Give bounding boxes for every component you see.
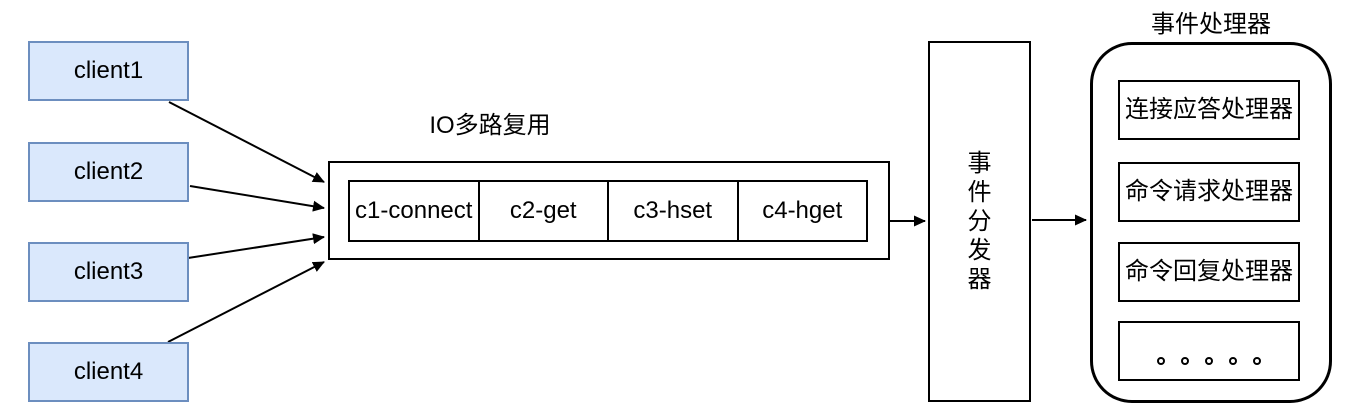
client4-node: client4 <box>28 342 189 402</box>
handler-command-reply-node: 命令回复处理器 <box>1118 242 1300 302</box>
client3-label: client3 <box>73 257 144 285</box>
client1-label: client1 <box>73 56 144 84</box>
dot-icon <box>1205 357 1213 365</box>
handler-connection-reply-node: 连接应答处理器 <box>1118 80 1300 140</box>
client2-node: client2 <box>28 142 189 202</box>
event-handler-title: 事件处理器 <box>1151 11 1271 38</box>
dot-icon <box>1229 357 1237 365</box>
client2-label: client2 <box>73 157 144 185</box>
event-dispatcher-node: 事件分发器 <box>928 41 1031 402</box>
handler-ellipsis-node <box>1118 321 1300 381</box>
io-multiplexing-label: IO多路复用 <box>429 112 551 139</box>
queue-item-c2-get: c2-get <box>480 182 609 240</box>
arrow-client3-to-io <box>187 233 325 259</box>
queue-item-c4-hget: c4-hget <box>762 197 843 224</box>
arrow-client1-to-io <box>168 101 325 183</box>
client3-node: client3 <box>28 242 189 302</box>
dot-icon <box>1157 357 1165 365</box>
io-event-queue: c1-connect c2-get c3-hset c4-hget <box>348 180 868 242</box>
client4-label: client4 <box>73 357 144 385</box>
event-dispatcher-label: 事件分发器 <box>967 150 992 293</box>
handler-command-request-label: 命令请求处理器 <box>1125 177 1293 205</box>
dot-icon <box>1181 357 1189 365</box>
handler-command-request-node: 命令请求处理器 <box>1118 162 1300 222</box>
queue-item-c3-hset: c3-hset <box>609 182 739 240</box>
queue-item-c1-connect: c1-connect <box>350 182 480 240</box>
dot-icon <box>1253 357 1261 365</box>
arrow-client2-to-io <box>189 185 325 212</box>
handler-connection-reply-label: 连接应答处理器 <box>1125 95 1293 123</box>
handler-command-reply-label: 命令回复处理器 <box>1125 257 1293 285</box>
arrow-client4-to-io <box>167 261 325 343</box>
client1-node: client1 <box>28 41 189 101</box>
